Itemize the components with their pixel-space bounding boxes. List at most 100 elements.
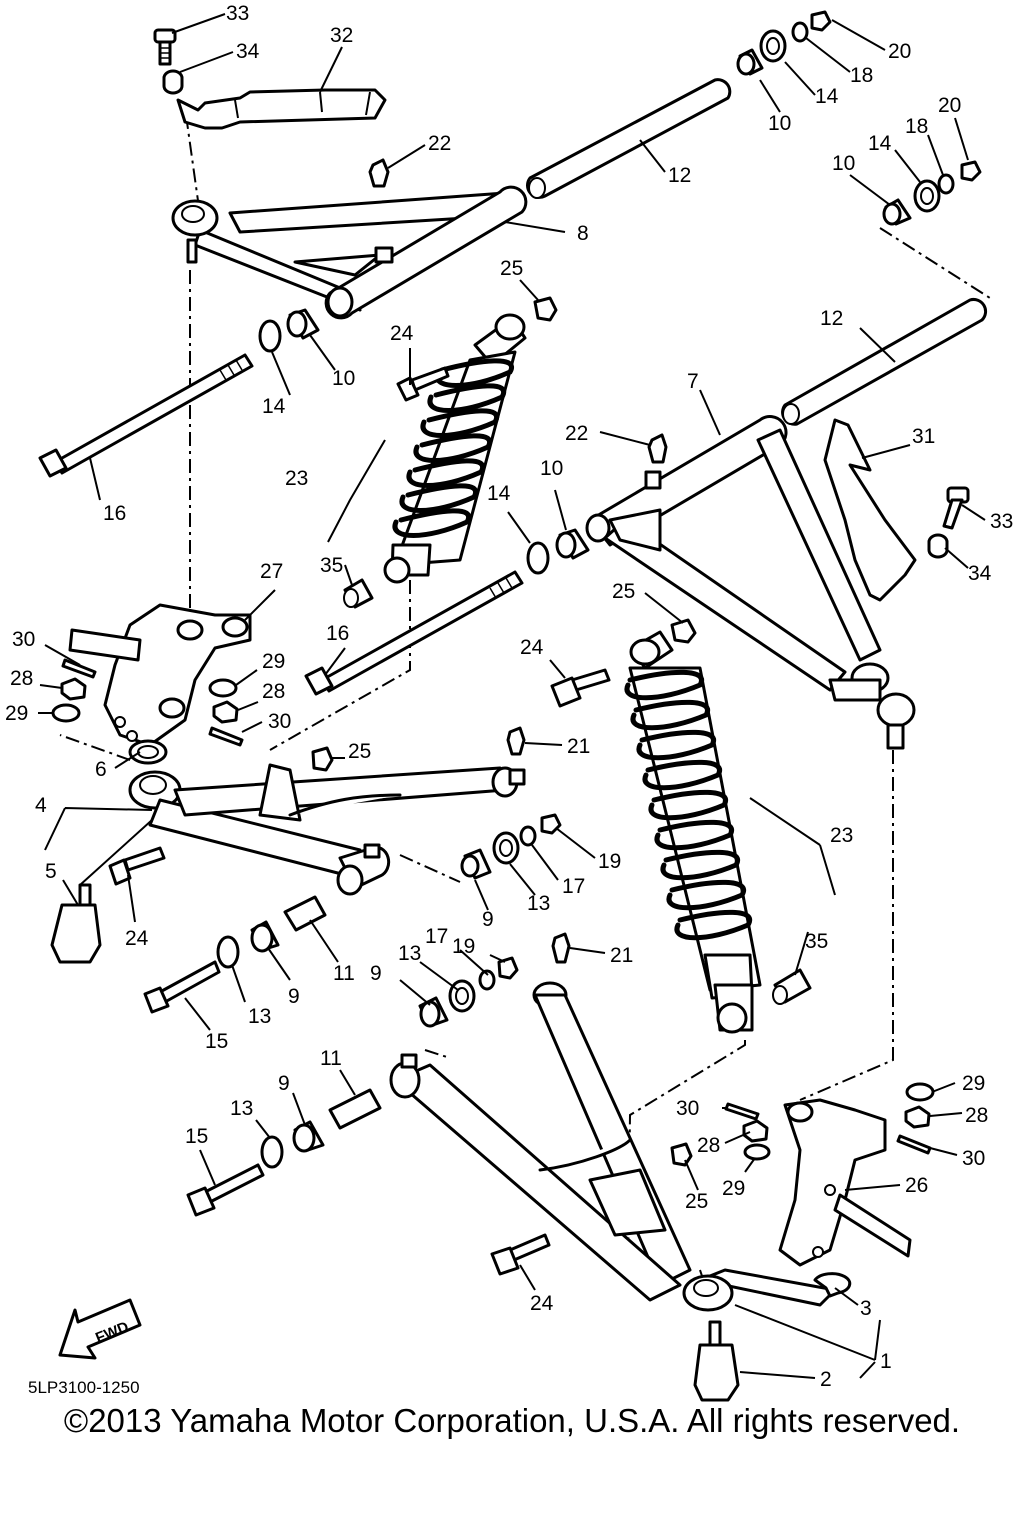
grease-nipple-22-upper	[368, 158, 390, 188]
upper-arm-left	[171, 185, 528, 320]
callout-label: 22	[428, 132, 451, 155]
bushing-set-left	[258, 308, 320, 353]
tube-12-upper	[526, 78, 732, 199]
collar-11-lower	[328, 1088, 382, 1130]
callout-label: 10	[768, 112, 791, 135]
callout-label: 13	[230, 1097, 253, 1120]
callout-label: 15	[185, 1125, 208, 1148]
guard-plate-32	[176, 88, 387, 130]
fwd-arrow-icon: FWD	[58, 1298, 142, 1360]
washer-29-right-top	[743, 1143, 771, 1161]
lower-arm-left	[128, 763, 526, 896]
callout-label: 33	[990, 510, 1013, 533]
callout-labels: 33 34 32 22 8 12 10 14 18 20 10 14 18 20…	[5, 2, 1013, 1391]
callout-label: 34	[968, 562, 992, 585]
callout-label: 17	[425, 925, 448, 948]
bolt-16-middle	[304, 570, 524, 696]
collar-35-lower	[772, 968, 812, 1005]
copyright-notice: ©2013 Yamaha Motor Corporation, U.S.A. A…	[63, 1402, 961, 1439]
shock-absorber-upper	[383, 313, 527, 584]
callout-label: 25	[612, 580, 635, 603]
callout-label: 7	[687, 370, 699, 393]
callout-label: 35	[805, 930, 828, 953]
callout-label: 19	[598, 850, 621, 873]
callout-label: 30	[676, 1097, 699, 1120]
callout-label: 34	[236, 40, 260, 63]
callout-label: 5	[45, 860, 57, 883]
bushing-set-right	[882, 160, 982, 226]
callout-label: 22	[565, 422, 588, 445]
washer-29-right	[905, 1082, 935, 1102]
callout-label: 24	[390, 322, 414, 345]
callout-label: 15	[205, 1030, 228, 1053]
callout-label: 16	[326, 622, 349, 645]
bushing-set-9-13-upper	[460, 813, 562, 880]
callout-label: 28	[697, 1134, 720, 1157]
bolt-15-lower	[186, 1163, 265, 1217]
collar-11-middle	[283, 895, 327, 932]
callout-label: 10	[332, 367, 355, 390]
callout-label: 29	[722, 1177, 745, 1200]
callout-label: 19	[452, 935, 475, 958]
bushing-set-top-right	[736, 10, 832, 76]
washer-34-upper	[162, 69, 184, 95]
callout-label: 20	[938, 94, 961, 117]
bushing-set-9-13-lower	[418, 956, 519, 1028]
guard-plate-31	[823, 418, 917, 602]
bushing-9-lower	[292, 1120, 325, 1153]
nut-25-lower-shock	[670, 618, 697, 644]
callout-label: 18	[850, 64, 873, 87]
bolt-24-middle	[108, 846, 166, 886]
callout-label: 25	[685, 1190, 708, 1213]
callout-label: 14	[815, 85, 839, 108]
washer-34-lower	[927, 533, 949, 559]
callout-label: 26	[905, 1174, 928, 1197]
callout-label: 11	[320, 1047, 342, 1070]
ball-joint-5	[50, 883, 102, 964]
callout-label: 29	[262, 650, 285, 673]
callout-label: 23	[285, 467, 308, 490]
callout-label: 29	[962, 1072, 985, 1095]
callout-label: 33	[226, 2, 249, 25]
callout-label: 9	[370, 962, 382, 985]
callout-label: 1	[880, 1350, 892, 1373]
knuckle-26	[778, 1098, 912, 1267]
cotter-pin-30-left	[61, 658, 97, 679]
callout-label: 31	[912, 425, 935, 448]
callout-label: 24	[530, 1292, 554, 1315]
callout-label: 30	[962, 1147, 985, 1170]
callout-label: 21	[567, 735, 590, 758]
shock-absorber-lower	[624, 630, 762, 1034]
cotter-pin-30-right	[896, 1134, 932, 1155]
tube-12-lower	[781, 297, 988, 426]
grease-nipple-21-lower	[551, 932, 571, 964]
callout-label: 14	[487, 482, 511, 505]
callout-label: 9	[288, 985, 300, 1008]
assembly-lines	[59, 114, 991, 1301]
callout-label: 24	[520, 636, 544, 659]
circlip-3	[813, 1272, 852, 1298]
leader-lines	[38, 13, 986, 1379]
callout-label: 17	[562, 875, 585, 898]
callout-label: 10	[540, 457, 563, 480]
callout-label: 4	[35, 794, 47, 817]
reference-code: 5LP3100-1250	[28, 1378, 140, 1397]
callout-label: 9	[278, 1072, 290, 1095]
callout-label: 25	[500, 257, 523, 280]
bushing-9-middle	[250, 920, 280, 953]
washer-13-lower	[260, 1135, 284, 1169]
cotter-pin-30-right-top	[724, 1102, 760, 1121]
callout-label: 13	[527, 892, 550, 915]
nut-28-right	[904, 1105, 931, 1129]
callout-label: 30	[268, 710, 291, 733]
callout-label: 24	[125, 927, 149, 950]
knuckle-27	[68, 603, 252, 747]
callout-label: 16	[103, 502, 126, 525]
bolt-15-middle	[143, 960, 221, 1014]
callout-label: 12	[668, 164, 691, 187]
bolt-33-lower	[942, 486, 970, 530]
callout-label: 32	[330, 24, 353, 47]
callout-label: 29	[5, 702, 28, 725]
callout-label: 9	[482, 908, 494, 931]
